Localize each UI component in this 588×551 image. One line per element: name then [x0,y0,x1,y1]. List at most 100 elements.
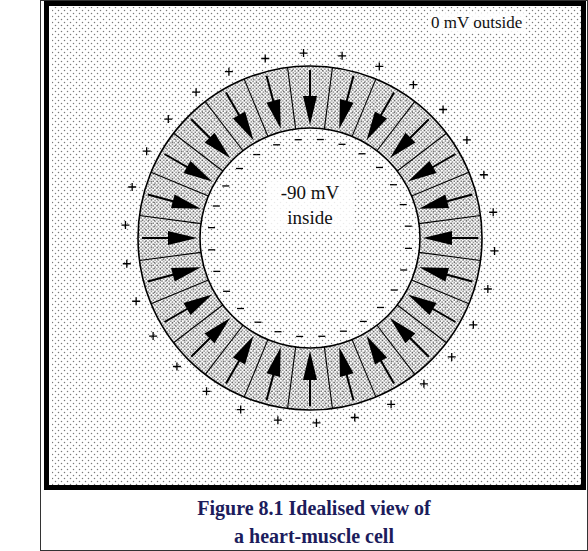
plus-sign [132,297,140,305]
plus-sign [387,400,395,408]
figure-caption: Figure 8.1 Idealised view of a heart-mus… [193,494,435,550]
membrane-divider [324,67,332,128]
membrane-divider [288,347,296,408]
minus-sign [295,139,302,140]
arrow-shaft [445,274,472,281]
minus-sign [237,308,244,309]
plus-sign [143,147,151,155]
minus-sign [360,321,367,322]
plus-sign [192,88,200,96]
cell-interior: -90 mV inside [230,150,390,260]
plus-sign [480,171,488,179]
minus-sign [223,291,230,292]
plus-sign [489,208,497,216]
minus-sign [405,226,412,227]
minus-sign [273,144,280,145]
membrane-divider [419,216,480,224]
minus-sign [318,336,325,337]
minus-sign [340,331,347,332]
membrane-divider [324,347,332,408]
arrow-shaft [409,119,429,139]
caption-cell [41,1,588,551]
arrow-shaft [148,274,175,281]
arrow-head [303,96,317,125]
plus-sign [375,62,383,70]
arrow-shaft [380,359,394,383]
arrow-head [339,99,353,129]
stipple-ground [52,7,582,485]
arrow-head [266,99,280,129]
minus-sign [253,154,260,155]
plus-sign [173,363,181,371]
arrow-shaft [267,76,274,103]
arrow-shaft [309,378,311,406]
membrane-divider [139,252,200,260]
arrow-head [184,161,213,182]
arrow-shaft [431,154,455,168]
arrow-head [205,318,230,343]
arrow-head [419,194,449,208]
plus-sign [469,321,477,329]
plus-sign [338,52,346,60]
arrow-shaft [431,308,455,322]
plus-sign [448,353,456,361]
plus-sign [491,247,499,255]
minus-sign [390,184,397,185]
plus-sign [128,183,136,191]
minus-sign [254,322,261,323]
arrow-shaft [191,337,211,357]
minus-sign [376,167,383,168]
arrow-head [408,295,437,316]
minus-sign [213,271,220,272]
plus-sign [261,54,269,62]
minus-sign [391,289,398,290]
arrow-head [205,133,230,158]
arrow-shaft [226,93,240,117]
plus-sign [121,221,129,229]
arrow-shaft [165,154,189,168]
plus-sign [225,68,233,76]
arrow-shaft [409,337,429,357]
arrow-head [233,336,254,365]
plus-sign [203,387,211,395]
minus-sign [236,168,243,169]
plus-sign [484,285,492,293]
arrow-shaft [226,359,240,383]
minus-sign [400,269,407,270]
arrow-head [419,267,449,281]
arrow-head [171,267,201,281]
arrow-head [408,161,437,182]
membrane-divider [288,67,296,128]
arrow-shaft [309,70,311,98]
plus-sign [300,49,308,57]
potential-label: 0 mV outside [428,13,525,33]
arrow-head [303,351,317,380]
arrow-shaft [380,93,394,117]
arrow-shaft [142,237,170,239]
arrow-shaft [191,119,211,139]
arrow-shaft [165,308,189,322]
minus-sign [377,307,384,308]
potential-label: -90 mV inside [267,179,353,231]
minus-sign [317,139,324,140]
plus-sign [123,260,131,268]
arrow-shaft [346,373,353,400]
minus-sign [359,153,366,154]
arrow-shaft [267,373,274,400]
minus-sign [400,204,407,205]
minus-sign [338,144,345,145]
plus-sign [351,414,359,422]
arrow-head [367,112,388,141]
plus-sign [409,81,417,89]
minus-sign [222,185,229,186]
arrow-shaft [346,76,353,103]
plus-sign [237,406,245,414]
arrow-head [266,347,280,377]
minus-sign [275,331,282,332]
arrow-head [390,318,415,343]
plus-sign [164,115,172,123]
cell-membrane [138,66,482,410]
minus-sign [405,248,412,249]
arrow-head [184,295,213,316]
